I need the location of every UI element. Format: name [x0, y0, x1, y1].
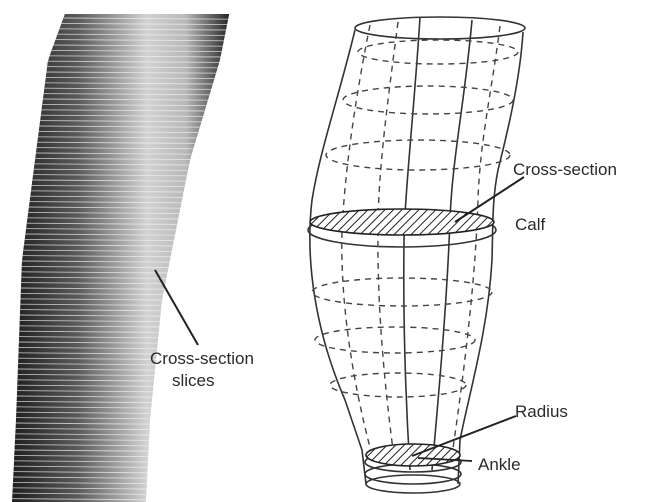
cross-section-pointer-line	[455, 177, 524, 222]
ankle-rim-2	[365, 464, 461, 484]
calf-label: Calf	[515, 215, 546, 234]
ankle-label: Ankle	[478, 455, 521, 474]
dashed-ring	[315, 327, 475, 353]
slices-pointer-line	[155, 270, 198, 345]
shaded-leg-model	[10, 14, 230, 502]
dashed-ring	[330, 373, 466, 397]
dashed-ring	[343, 86, 513, 114]
wireframe-leg-model	[308, 17, 525, 493]
wireframe-left-contour	[310, 30, 366, 484]
meridian-1	[404, 17, 420, 470]
calf-hatched-section	[310, 209, 494, 235]
dashed-meridian-center	[378, 22, 398, 465]
cross-section-label: Cross-section	[513, 160, 617, 179]
slices-label-line2: slices	[172, 371, 215, 390]
radius-label: Radius	[515, 402, 568, 421]
dashed-ring	[312, 278, 492, 306]
dashed-ring	[358, 40, 518, 64]
dashed-ring	[326, 140, 510, 170]
slices-label-line1: Cross-section	[150, 349, 254, 368]
